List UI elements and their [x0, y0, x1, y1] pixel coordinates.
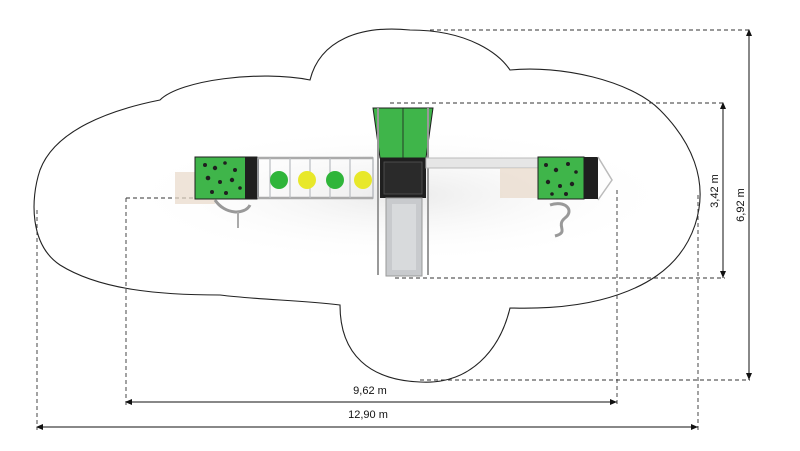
right-bridge — [425, 157, 540, 198]
ball-green — [326, 171, 344, 189]
ball-green — [270, 171, 288, 189]
inner-width-label: 9,62 m — [353, 385, 387, 397]
dimension-outer-width: 12,90 m — [36, 409, 698, 430]
monkey-bars — [257, 156, 374, 200]
extension-lines — [36, 29, 750, 430]
dimension-outer-height: 6,92 m — [735, 29, 752, 380]
central-tower — [372, 107, 434, 275]
left-climbing-panel — [175, 156, 259, 228]
outer-height-label: 6,92 m — [735, 188, 747, 222]
outer-width-label: 12,90 m — [348, 409, 388, 421]
ball-yellow — [298, 171, 316, 189]
slide — [385, 197, 423, 277]
inner-height-label: 3,42 m — [709, 174, 721, 208]
ball-yellow — [354, 171, 372, 189]
safety-zone-outline — [33, 28, 701, 383]
dimension-inner-width: 9,62 m — [125, 385, 617, 405]
right-climbing-panel — [537, 156, 613, 238]
dimension-inner-height: 3,42 m — [709, 102, 726, 278]
